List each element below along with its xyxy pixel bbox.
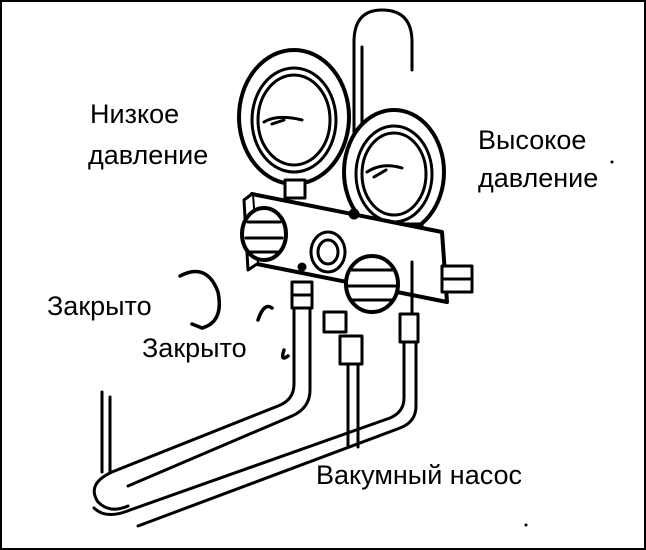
closed-label-right: Закрыто <box>142 333 247 363</box>
high-side-valve-knob <box>344 254 400 314</box>
low-pressure-gauge <box>237 48 351 200</box>
low-side-valve-knob <box>240 206 288 262</box>
middle-fitting <box>322 310 364 366</box>
high-side-fitting <box>398 312 420 344</box>
low-side-fitting <box>290 280 314 310</box>
hoses <box>92 306 418 528</box>
high-pressure-label-line1: Высокое <box>478 125 587 155</box>
closed-label-left: Закрыто <box>47 291 152 321</box>
low-pressure-label-line2: давление <box>88 140 209 170</box>
hanger-hook <box>352 8 414 204</box>
closed-arrow-left <box>178 269 221 330</box>
side-fitting <box>440 264 474 294</box>
low-pressure-label-line1: Низкое <box>90 99 180 129</box>
vacuum-pump-label: Вакумный насос <box>316 460 523 490</box>
high-pressure-label-line2: давление <box>478 163 599 193</box>
closed-arrow-right <box>256 304 290 360</box>
